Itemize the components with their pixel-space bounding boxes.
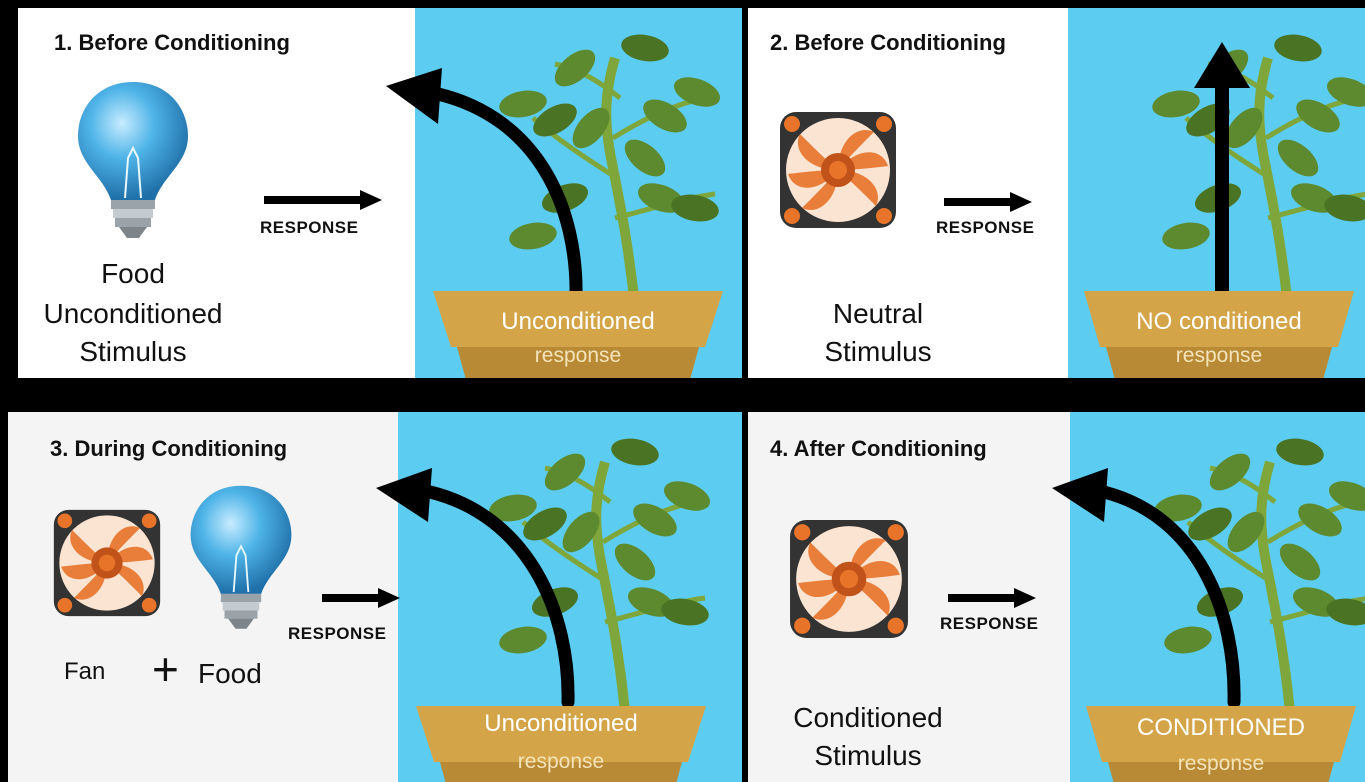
plant-leaf: [1209, 453, 1251, 491]
curved-response-arrow: [376, 468, 575, 709]
plant-leaf: [509, 222, 557, 250]
plant-leaf: [643, 99, 687, 133]
panel-2: 2. Before Conditioning RESPONSE Neutral …: [748, 8, 1365, 378]
fan-icon: [790, 520, 908, 638]
panel-3: 3. During Conditioning: [8, 412, 742, 782]
plant-stem: [1256, 460, 1295, 713]
plant-stem: [601, 56, 640, 309]
curved-response-arrow: [1052, 468, 1241, 709]
response-label: RESPONSE: [940, 614, 1039, 633]
plant-leaf: [499, 626, 547, 654]
plant-leaf: [1225, 107, 1263, 149]
pot-label-line-2: response: [517, 750, 605, 773]
plant-leaf: [1296, 99, 1340, 133]
plant-leaf: [1277, 139, 1319, 177]
plant-leaf: [671, 194, 719, 222]
stimulus-line-1: Conditioned: [793, 702, 943, 733]
pot-label-line-2: response: [534, 344, 622, 367]
fan-label: Fan: [64, 658, 106, 685]
plant-leaf: [1326, 598, 1365, 626]
plant-leaf: [614, 543, 656, 581]
light-bulb-icon: [190, 485, 292, 629]
panel-4-title: 4. After Conditioning: [770, 436, 987, 461]
panel-1-background: [18, 8, 418, 378]
plant-leaf: [1162, 222, 1210, 250]
response-arrow: [948, 588, 1036, 608]
plant-leaf: [1279, 543, 1321, 581]
stimulus-line-2: Stimulus: [824, 336, 932, 367]
fan-icon: [53, 509, 161, 617]
plant-leaf: [1329, 481, 1365, 511]
plant-leaf: [621, 34, 669, 62]
plant-leaf: [611, 438, 659, 466]
plant-leaf: [661, 598, 709, 626]
plant-leaf: [1324, 194, 1365, 222]
pot-label-line-2: response: [1175, 344, 1263, 367]
plant-leaf: [572, 107, 610, 149]
plant-leaf: [1164, 626, 1212, 654]
plant-leaf: [1327, 77, 1365, 107]
plant-stem: [591, 460, 630, 713]
plant-leaf: [544, 453, 586, 491]
flower-pot: [416, 706, 706, 782]
food-label: Food: [198, 658, 262, 689]
fan-icon: [780, 112, 896, 228]
flower-pot: [433, 291, 723, 378]
stimulus-line-2: Stimulus: [814, 740, 922, 771]
stimulus-line-3: Stimulus: [79, 336, 187, 367]
pot-label-line-1: CONDITIONED: [1137, 714, 1305, 741]
stimulus-line-1: Food: [101, 258, 165, 289]
plus-sign: +: [152, 643, 179, 695]
panel-3-title: 3. During Conditioning: [50, 436, 288, 461]
plant-leaf: [633, 503, 677, 537]
plant-leaf: [1274, 34, 1322, 62]
plant-leaf: [499, 90, 547, 118]
response-label: RESPONSE: [936, 218, 1035, 237]
flower-pot: [1084, 291, 1354, 378]
response-label: RESPONSE: [288, 624, 387, 643]
pot-label-line-1: Unconditioned: [501, 308, 655, 335]
plant-leaf: [674, 77, 720, 107]
stimulus-line-2: Unconditioned: [43, 298, 223, 329]
straight-response-arrow: [1194, 42, 1250, 332]
curved-response-arrow: [386, 68, 583, 305]
pot-label-line-1: Unconditioned: [484, 710, 638, 737]
panel-1-title: 1. Before Conditioning: [54, 30, 290, 55]
panel-4: 4. After Conditioning RESPONSE Condition…: [748, 412, 1365, 782]
pot-label-line-1: NO conditioned: [1136, 308, 1302, 335]
light-bulb-icon: [78, 82, 188, 238]
stimulus-line-1: Neutral: [832, 298, 924, 329]
response-arrow: [264, 190, 382, 210]
response-label: RESPONSE: [260, 218, 359, 237]
plant-leaf: [664, 481, 710, 511]
panel-2-title: 2. Before Conditioning: [770, 30, 1006, 55]
plant-leaf: [1227, 511, 1265, 553]
plant-leaf: [489, 494, 537, 522]
plant-leaf: [624, 139, 666, 177]
panel-1: 1. Before Conditioning RESPONSE Food Unc…: [18, 8, 742, 378]
plant-leaf: [1188, 507, 1232, 541]
response-arrow: [322, 588, 400, 608]
pot-label-line-2: response: [1177, 752, 1265, 775]
plant-leaf: [1152, 90, 1200, 118]
plant-leaf: [1298, 503, 1342, 537]
plant-leaf: [523, 507, 567, 541]
plant-stem: [1254, 56, 1293, 309]
plant-leaf: [1276, 438, 1324, 466]
plant-leaf: [554, 49, 596, 87]
plant-leaf: [562, 511, 600, 553]
response-arrow: [944, 192, 1032, 212]
plant-leaf: [1154, 494, 1202, 522]
plant-leaf: [533, 103, 577, 137]
flower-pot: [1086, 706, 1356, 782]
